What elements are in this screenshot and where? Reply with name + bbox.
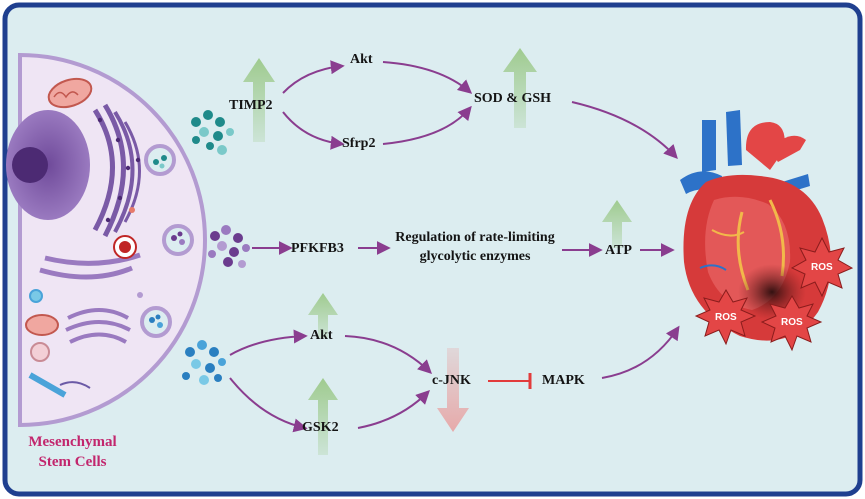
atp-upregulation-arrow	[602, 200, 632, 248]
label-akt-bottom: Akt	[310, 328, 333, 343]
ros-label-left: ROS	[715, 312, 737, 323]
secretome-cluster-bottom	[182, 340, 226, 385]
gsk2-upregulation-arrow	[308, 378, 338, 455]
ros-burst-right	[790, 236, 854, 298]
ros-burst-bottom	[760, 295, 823, 352]
arrow-timp2-to-sfrp2	[282, 111, 345, 150]
inhibition-cjnk-to-mapk	[488, 373, 532, 389]
label-mapk: MAPK	[542, 373, 585, 388]
arrow-gsk2-to-cjnk	[357, 390, 430, 429]
ros-burst-left	[694, 289, 757, 346]
stem-cell-label-line2: Stem Cells	[38, 454, 107, 470]
label-akt-top: Akt	[350, 52, 373, 67]
arrow-sfrp2-to-sod	[382, 105, 472, 145]
stem-cell-illustration	[6, 52, 207, 428]
akt-bottom-upregulation-arrow	[308, 293, 338, 338]
arrow-secretome-to-akt	[229, 329, 308, 356]
label-cjnk: c-JNK	[432, 373, 471, 388]
stem-cell-label: Mesenchymal Stem Cells	[10, 432, 135, 472]
ros-label-bottom: ROS	[781, 317, 803, 328]
label-sod-gsh: SOD & GSH	[474, 91, 552, 106]
arrow-timp2-to-akt	[282, 60, 345, 94]
secretome-cluster-top	[191, 110, 234, 155]
label-regulation-line1: Regulation of rate-limiting	[395, 230, 555, 245]
label-timp2: TIMP2	[229, 98, 273, 113]
label-atp: ATP	[605, 243, 632, 258]
secretome-cluster-middle	[208, 225, 250, 268]
arrow-sod-to-heart	[571, 101, 678, 160]
sod-gsh-upregulation-arrow	[503, 48, 537, 128]
stem-cell-label-line1: Mesenchymal	[28, 434, 117, 450]
label-regulation-line2: glycolytic enzymes	[419, 249, 531, 264]
cjnk-downregulation-arrow	[437, 348, 469, 432]
timp2-upregulation-arrow	[243, 58, 275, 142]
arrow-akt-to-sod	[382, 61, 473, 94]
label-pfkfb3: PFKFB3	[291, 241, 344, 256]
label-sfrp2: Sfrp2	[342, 136, 376, 151]
arrow-mapk-to-heart	[601, 325, 680, 379]
ros-label-right: ROS	[811, 262, 833, 273]
label-gsk2: GSK2	[302, 420, 339, 435]
arrow-secretome-to-gsk2	[229, 377, 308, 433]
arrow-akt-to-cjnk	[344, 335, 433, 374]
